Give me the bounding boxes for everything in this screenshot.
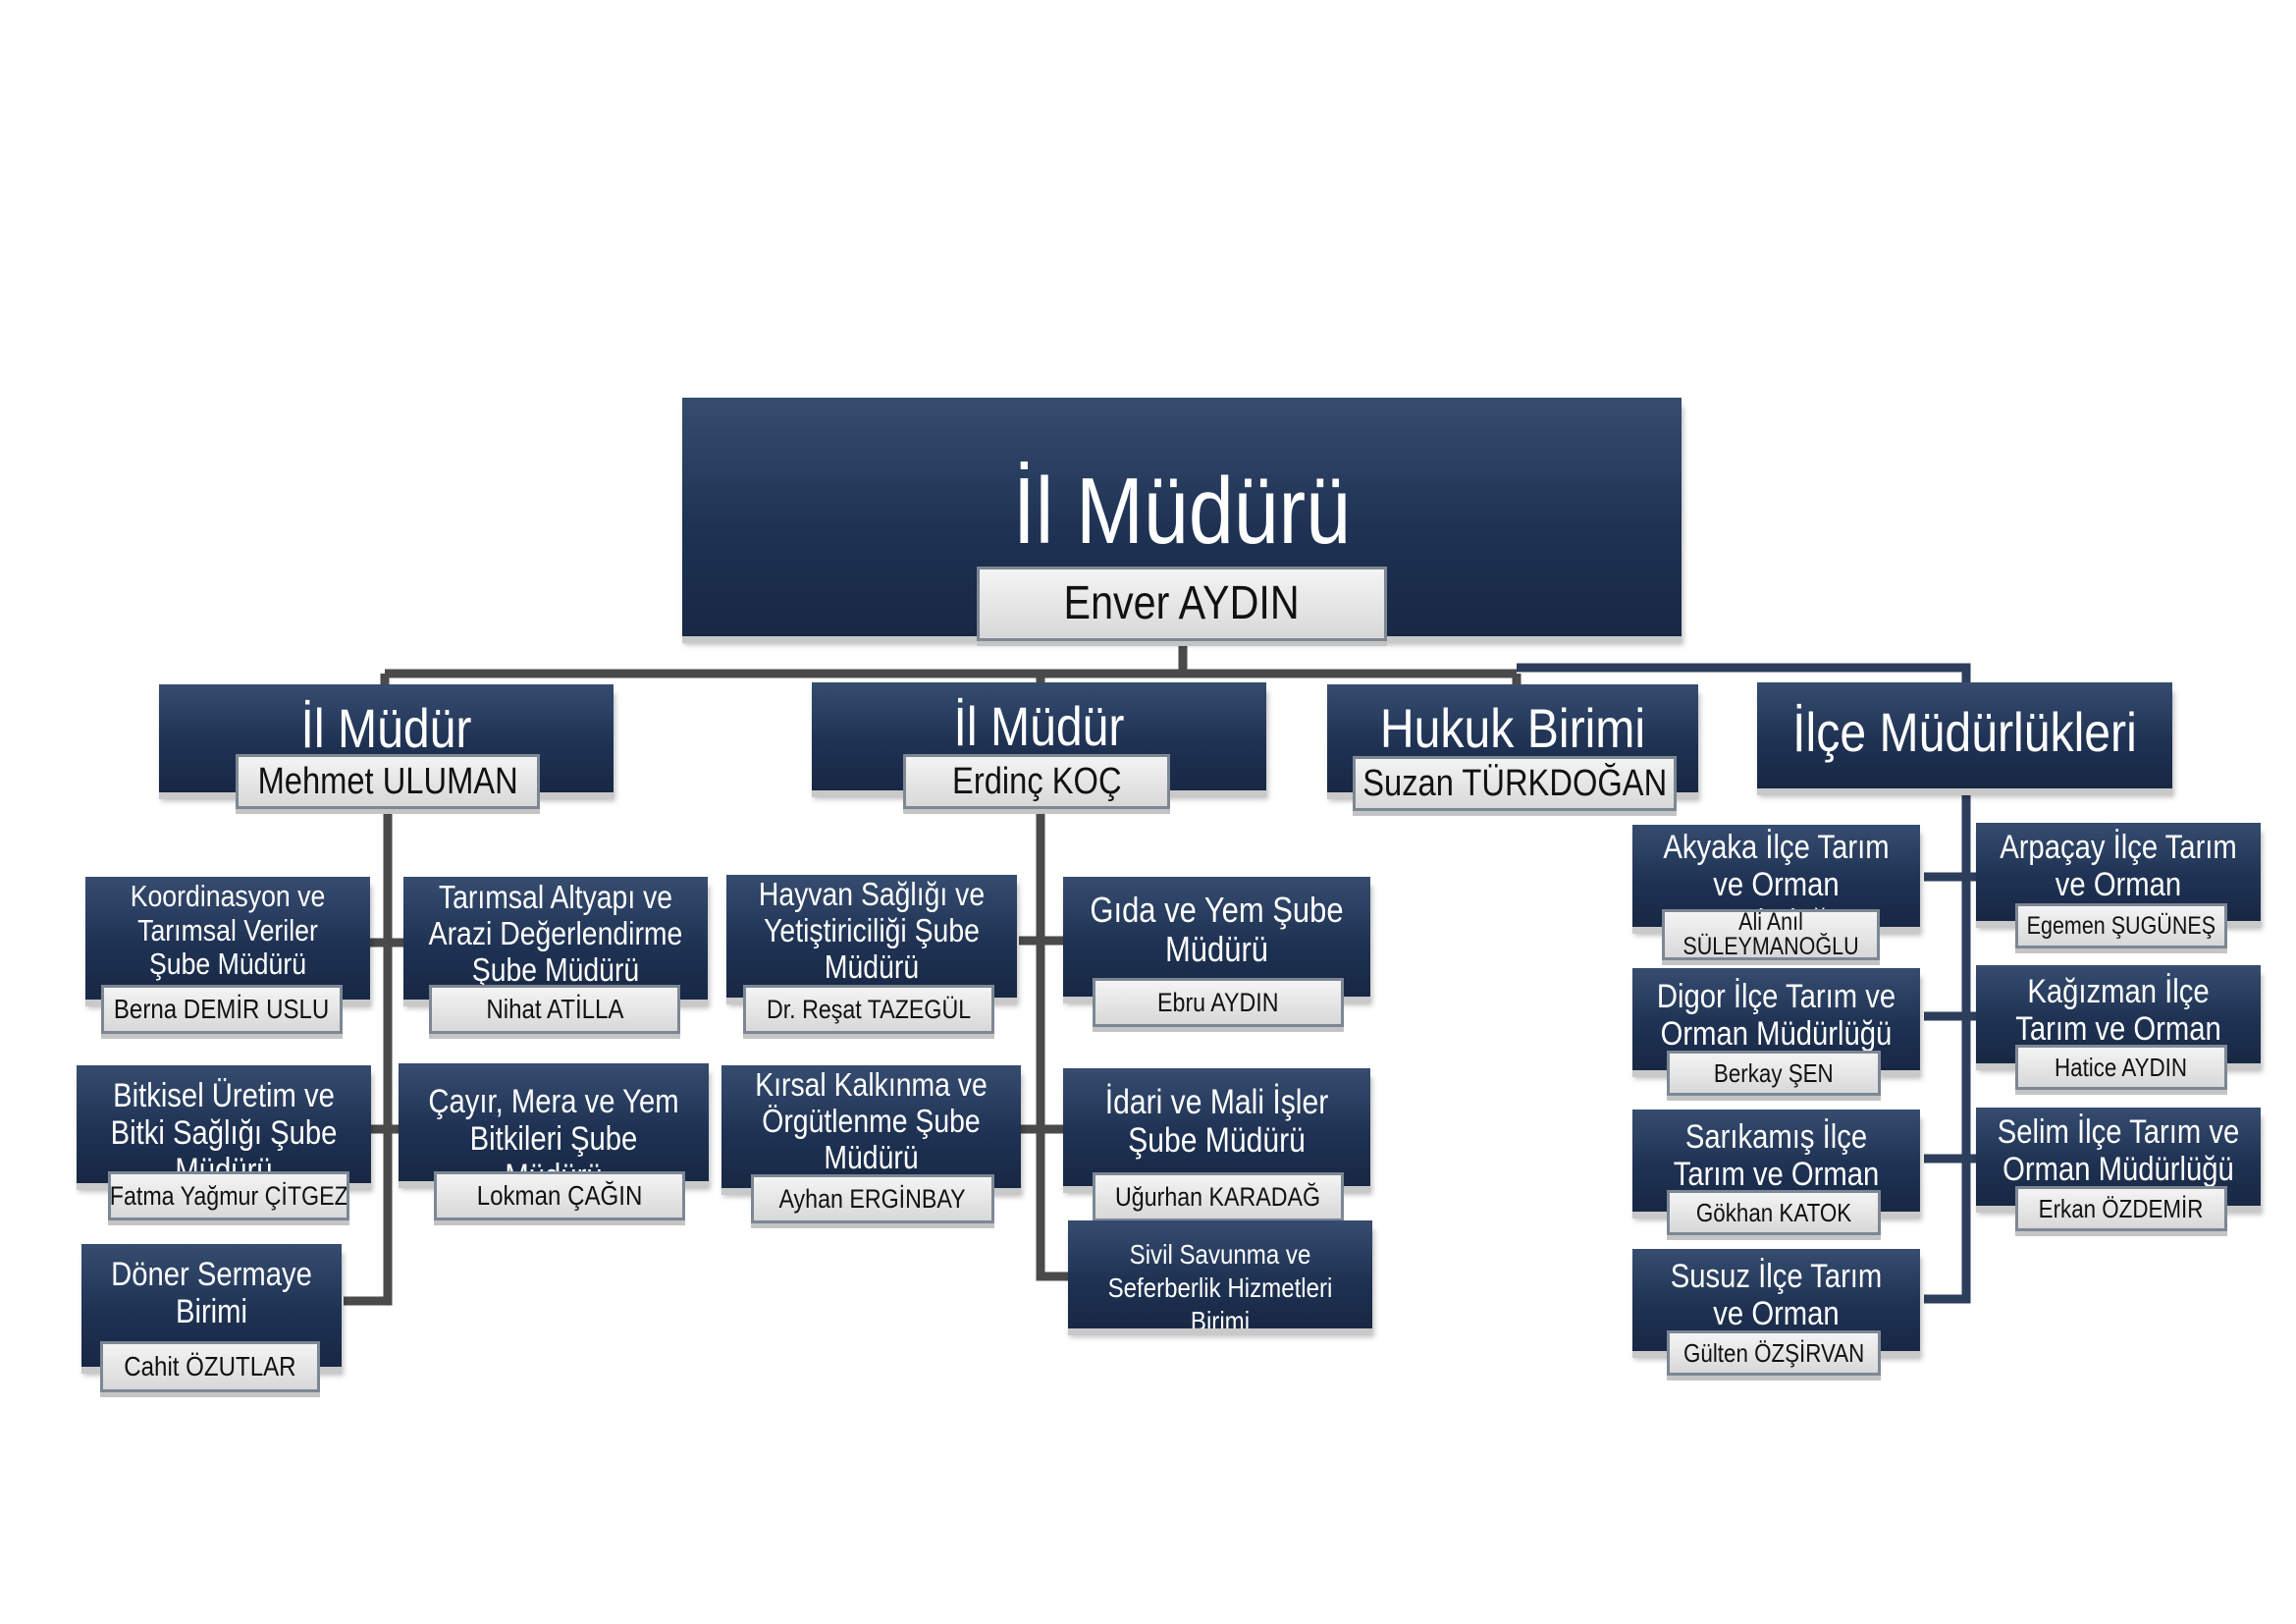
district-person: Berkay ŞEN <box>1714 1058 1834 1088</box>
unit-title: Gıda ve Yem Şube Müdürü <box>1090 890 1344 970</box>
legal-title: Hukuk Birimi <box>1379 697 1646 759</box>
deputy1-name-plate: Mehmet ULUMAN <box>236 754 540 809</box>
unit-name-plate: Fatma Yağmur ÇİTGEZ <box>108 1171 349 1220</box>
unit-title: İdari ve Mali İşler Şube Müdürü <box>1104 1083 1329 1161</box>
unit-cayir-mera: Çayır, Mera ve Yem Bitkileri Şube Müdürü <box>399 1063 709 1181</box>
districts-title: İlçe Müdürlükleri <box>1792 701 2137 763</box>
unit-title: Hayvan Sağlığı ve Yetiştiriciliği Şube M… <box>758 876 986 985</box>
district-name-plate: Erkan ÖZDEMİR <box>2015 1186 2227 1231</box>
unit-title: Tarımsal Altyapı ve Arazi Değerlendirme … <box>428 879 683 988</box>
unit-name-plate: Ebru AYDIN <box>1093 978 1344 1027</box>
unit-person: Uğurhan KARADAĞ <box>1115 1181 1321 1212</box>
legal-name: Suzan TÜRKDOĞAN <box>1362 763 1667 804</box>
unit-title: Kırsal Kalkınma ve Örgütlenme Şube Müdür… <box>755 1066 988 1175</box>
unit-bitkisel-uretim: Bitkisel Üretim ve Bitki Sağlığı Şube Mü… <box>77 1065 371 1183</box>
deputy2-name: Erdinç KOÇ <box>951 761 1122 802</box>
district-title: Selim İlçe Tarım ve Orman Müdürlüğü <box>1997 1113 2240 1189</box>
districts-box: İlçe Müdürlükleri <box>1757 682 2172 788</box>
unit-title: Koordinasyon ve Tarımsal Veriler Şube Mü… <box>130 879 326 982</box>
director-name: Enver AYDIN <box>1063 577 1301 629</box>
district-name-plate: Egemen ŞUGÜNEŞ <box>2015 903 2227 948</box>
unit-title: Bitkisel Üretim ve Bitki Sağlığı Şube Mü… <box>110 1077 338 1183</box>
unit-person: Nihat ATİLLA <box>485 994 624 1024</box>
unit-person: Cahit ÖZUTLAR <box>124 1351 296 1381</box>
unit-person: Berna DEMİR USLU <box>114 994 330 1024</box>
unit-person: Ayhan ERGİNBAY <box>778 1183 967 1214</box>
district-title: Digor İlçe Tarım ve Orman Müdürlüğü <box>1656 978 1896 1054</box>
unit-person: Lokman ÇAĞIN <box>476 1180 643 1211</box>
deputy2-name-plate: Erdinç KOÇ <box>903 754 1170 809</box>
unit-title: Çayır, Mera ve Yem Bitkileri Şube Müdürü <box>428 1083 679 1181</box>
district-name-plate: Ali Anıl SÜLEYMANOĞLU <box>1662 909 1880 960</box>
district-person: Hatice AYDIN <box>2055 1053 2188 1082</box>
director-title: İl Müdürü <box>1012 459 1352 564</box>
unit-name-plate: Cahit ÖZUTLAR <box>100 1341 320 1392</box>
district-person: Erkan ÖZDEMİR <box>2039 1194 2204 1223</box>
unit-koordinasyon: Koordinasyon ve Tarımsal Veriler Şube Mü… <box>85 877 370 1000</box>
legal-name-plate: Suzan TÜRKDOĞAN <box>1353 756 1677 811</box>
unit-title: Sivil Savunma ve Seferberlik Hizmetleri … <box>1107 1239 1333 1328</box>
unit-gida-yem: Gıda ve Yem Şube Müdürü <box>1063 877 1370 997</box>
unit-name-plate: Nihat ATİLLA <box>429 985 680 1034</box>
unit-name-plate: Uğurhan KARADAĞ <box>1093 1172 1344 1221</box>
unit-hayvan-sagligi: Hayvan Sağlığı ve Yetiştiriciliği Şube M… <box>726 875 1017 998</box>
unit-name-plate: Berna DEMİR USLU <box>101 985 343 1034</box>
unit-idari-mali: İdari ve Mali İşler Şube Müdürü <box>1063 1068 1370 1186</box>
unit-person: Ebru AYDIN <box>1157 987 1279 1017</box>
district-name-plate: Hatice AYDIN <box>2015 1045 2227 1090</box>
unit-person: Dr. Reşat TAZEGÜL <box>766 994 972 1024</box>
district-person: Ali Anıl SÜLEYMANOĞLU <box>1682 909 1859 960</box>
director-name-plate: Enver AYDIN <box>977 567 1387 641</box>
unit-name-plate: Lokman ÇAĞIN <box>434 1171 685 1220</box>
unit-sivil-savunma: Sivil Savunma ve Seferberlik Hizmetleri … <box>1068 1220 1372 1328</box>
district-person: Gökhan KATOK <box>1695 1198 1852 1227</box>
district-person: Egemen ŞUGÜNEŞ <box>2026 911 2216 940</box>
district-name-plate: Gülten ÖZŞİRVAN <box>1667 1330 1881 1376</box>
unit-tarimsal-altyapi: Tarımsal Altyapı ve Arazi Değerlendirme … <box>403 877 708 1000</box>
unit-name-plate: Ayhan ERGİNBAY <box>751 1174 994 1223</box>
unit-title: Döner Sermaye Birimi <box>111 1256 312 1331</box>
unit-person: Fatma Yağmur ÇİTGEZ <box>109 1180 348 1211</box>
deputy1-name: Mehmet ULUMAN <box>257 761 518 802</box>
district-name-plate: Gökhan KATOK <box>1667 1190 1881 1235</box>
district-person: Gülten ÖZŞİRVAN <box>1682 1338 1865 1368</box>
district-name-plate: Berkay ŞEN <box>1667 1051 1881 1096</box>
unit-kirsal-kalkinma: Kırsal Kalkınma ve Örgütlenme Şube Müdür… <box>721 1065 1021 1188</box>
unit-name-plate: Dr. Reşat TAZEGÜL <box>743 985 994 1034</box>
